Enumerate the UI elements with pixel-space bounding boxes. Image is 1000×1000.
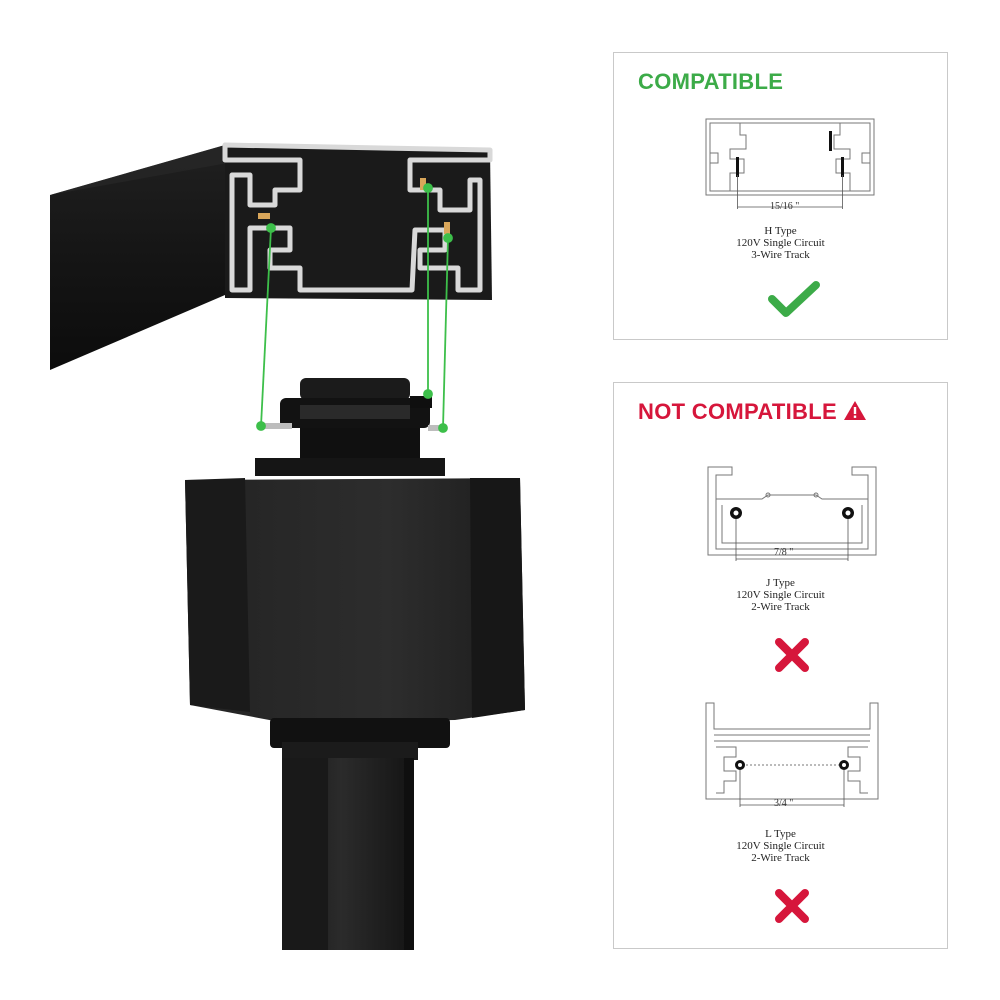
h-type-caption: H Type 120V Single Circuit 3-Wire Track [614,225,947,261]
adapter-head [255,378,445,476]
j-type-cross-icon [775,638,809,672]
track-rail [50,142,493,370]
not-compatible-heading-text: NOT COMPATIBLE [638,399,837,424]
compatible-heading: COMPATIBLE [638,69,784,94]
j-type-circuit: 120V Single Circuit [736,589,825,601]
compatible-panel: COMPATIBLE 15/16 " H Type 120V Single Ci… [613,52,948,340]
contact-alignment-lines [256,183,453,433]
h-type-name: H Type [764,225,797,237]
not-compatible-heading: NOT COMPATIBLE [638,399,867,425]
j-type-track-diagram [707,466,877,561]
l-type-wire: 2-Wire Track [751,852,810,864]
j-type-wire: 2-Wire Track [751,601,810,613]
check-icon [768,281,820,317]
h-type-wire: 3-Wire Track [751,249,810,261]
l-type-cross-icon [775,889,809,923]
adapter-housing [185,478,525,760]
j-type-name: J Type [766,577,795,589]
l-type-dimension: 3/4 " [774,798,794,809]
track-adapter-product-illustration [50,142,525,950]
adapter-pole [282,758,414,950]
l-type-track-diagram [705,702,879,807]
not-compatible-panel: NOT COMPATIBLE 7/8 " J Type 120V Single … [613,382,948,949]
h-type-circuit: 120V Single Circuit [736,237,825,249]
h-type-dimension: 15/16 " [770,201,800,212]
l-type-name: L Type [765,828,796,840]
j-type-dimension: 7/8 " [774,547,794,558]
h-type-track-diagram [705,118,875,209]
l-type-caption: L Type 120V Single Circuit 2-Wire Track [614,828,947,864]
warning-icon [843,401,866,420]
j-type-caption: J Type 120V Single Circuit 2-Wire Track [614,577,947,613]
l-type-circuit: 120V Single Circuit [736,840,825,852]
